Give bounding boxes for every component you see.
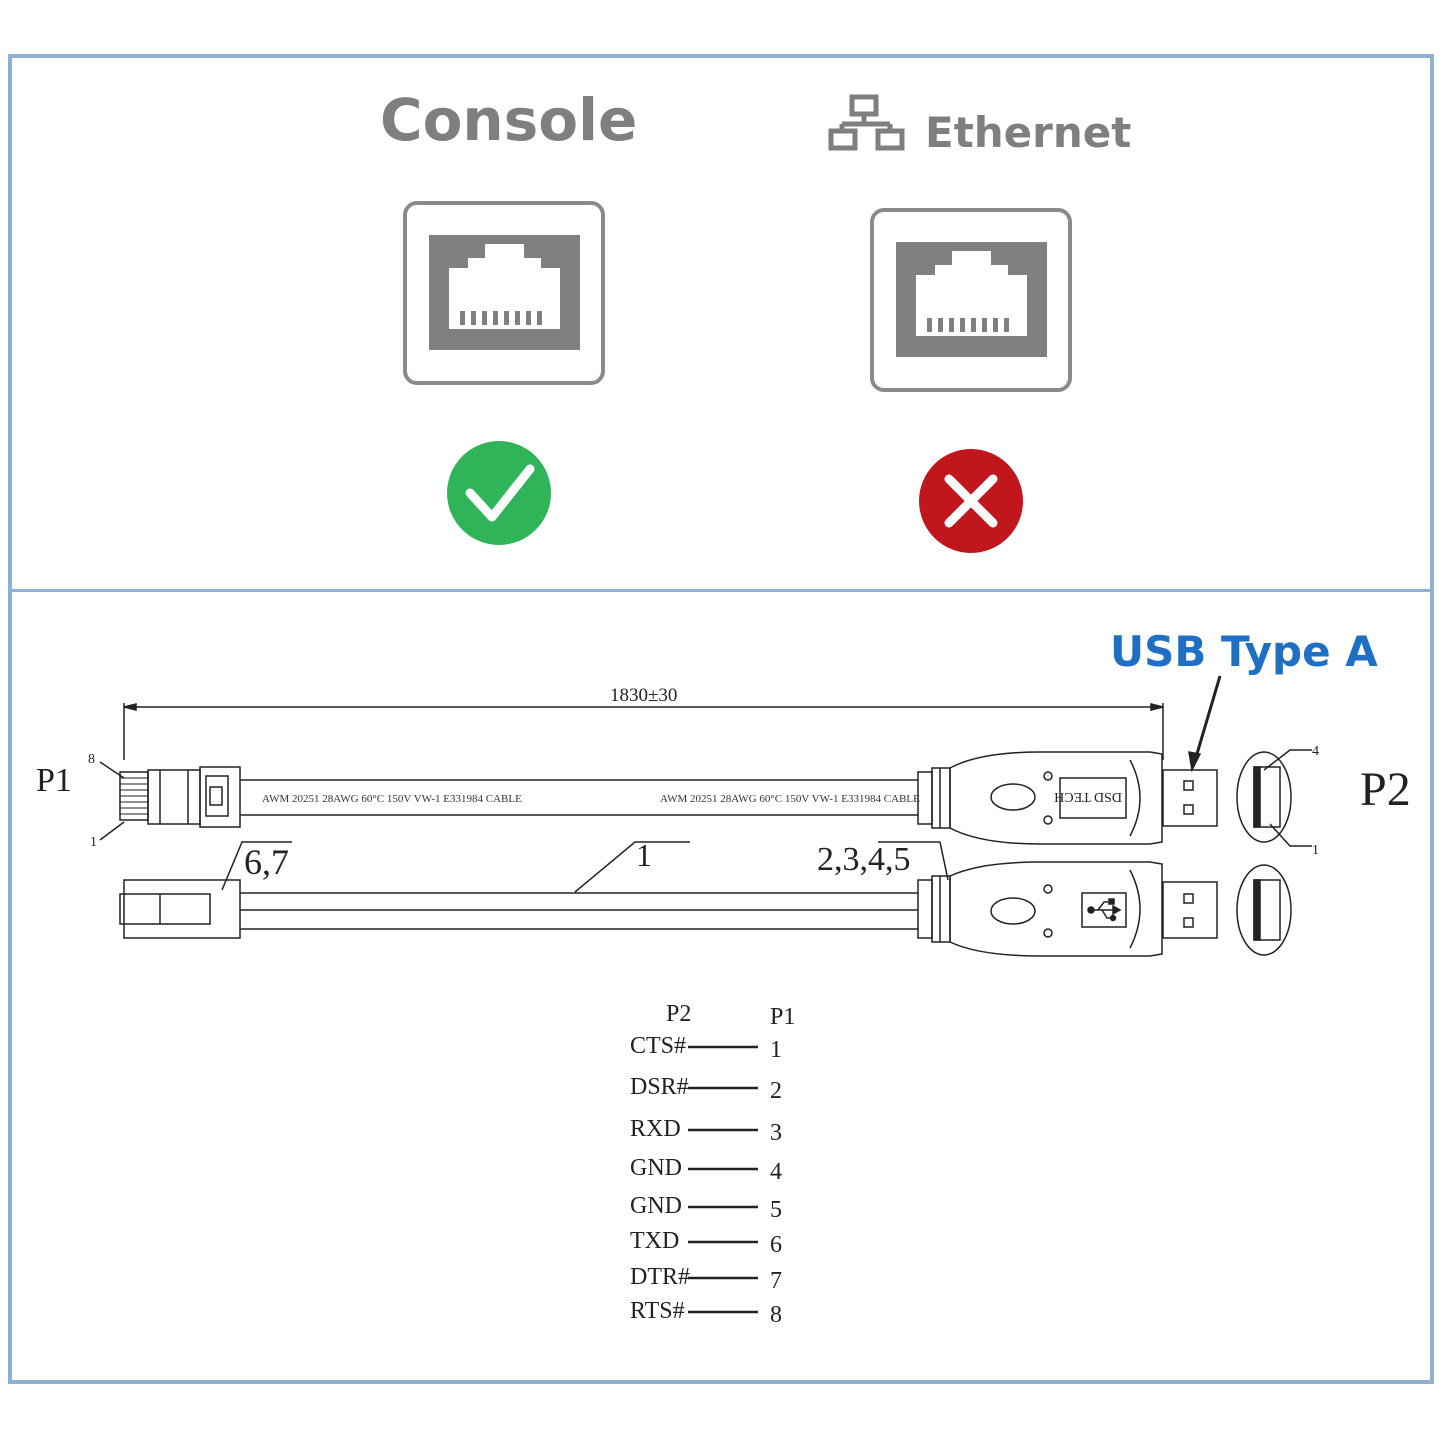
pinout-pin: 6 [770,1232,782,1258]
callout-1: 1 [636,837,652,873]
callout-6-7: 6,7 [244,842,289,882]
pinout-row: GND 4 [630,1155,782,1185]
usb-pin1-label: 1 [1312,843,1319,858]
pin1-label: 1 [90,835,97,850]
p1-label: P1 [36,762,72,799]
pinout-pin: 4 [770,1159,782,1185]
pinout-row: CTS# 1 [630,1033,782,1063]
pinout-pin: 8 [770,1302,782,1328]
pinout-row: RXD 3 [630,1116,782,1146]
p2-label: P2 [1360,763,1411,816]
pinout-signal: DTR# [630,1264,690,1290]
pinout-row: DSR# 2 [630,1074,782,1104]
console-port-icon [403,201,605,385]
pinout-row: RTS# 8 [630,1298,782,1328]
pinout-pin: 3 [770,1120,782,1146]
cable-print-1: AWM 20251 28AWG 60°C 150V VW-1 E331984 C… [262,793,522,805]
usb-pin4-label: 4 [1312,744,1319,759]
top-cable-assembly [99,675,1312,847]
pinout-signal: RXD [630,1116,681,1142]
pinout-signal: GND [630,1193,682,1219]
pinout-row: GND 5 [630,1193,782,1223]
brand-text: DSD TECH [1054,789,1122,804]
pin8-label: 8 [88,752,95,767]
callout-2-3-4-5: 2,3,4,5 [817,841,911,878]
cable-print-2: AWM 20251 28AWG 60°C 150V VW-1 E331984 C… [660,793,920,805]
pinout-signal: DSR# [630,1074,689,1100]
ethernet-title: Ethernet [925,108,1132,157]
pinout-row: TXD 6 [630,1228,782,1258]
check-icon [447,441,551,545]
pinout-row: DTR# 7 [630,1264,782,1294]
pinout-pin: 2 [770,1078,782,1104]
length-label: 1830±30 [610,685,677,706]
cross-icon [919,449,1023,553]
pinout-header-p2: P2 [666,1001,691,1027]
pinout-pin: 1 [770,1037,782,1063]
pinout-signal: TXD [630,1228,679,1254]
pinout-pin: 7 [770,1268,782,1294]
bottom-cable-assembly [119,841,1292,957]
console-title: Console [380,86,638,154]
network-icon [828,94,905,151]
pinout-signal: CTS# [630,1033,686,1059]
pinout-pin: 5 [770,1197,782,1223]
length-dimension [123,703,1164,760]
usb-type-a-label: USB Type A [1110,627,1378,676]
pinout-signal: RTS# [630,1298,685,1324]
section-divider [8,589,1434,592]
usb-icon [1087,898,1122,922]
pinout-signal: GND [630,1155,682,1181]
diagram-labels: P1 P2 1830±30 8 1 4 1 6,7 1 2,3,4,5 AWM … [36,685,1411,882]
ethernet-port-icon [870,208,1072,392]
pinout-header-p1: P1 [770,1004,795,1030]
outer-frame [8,54,1434,1384]
